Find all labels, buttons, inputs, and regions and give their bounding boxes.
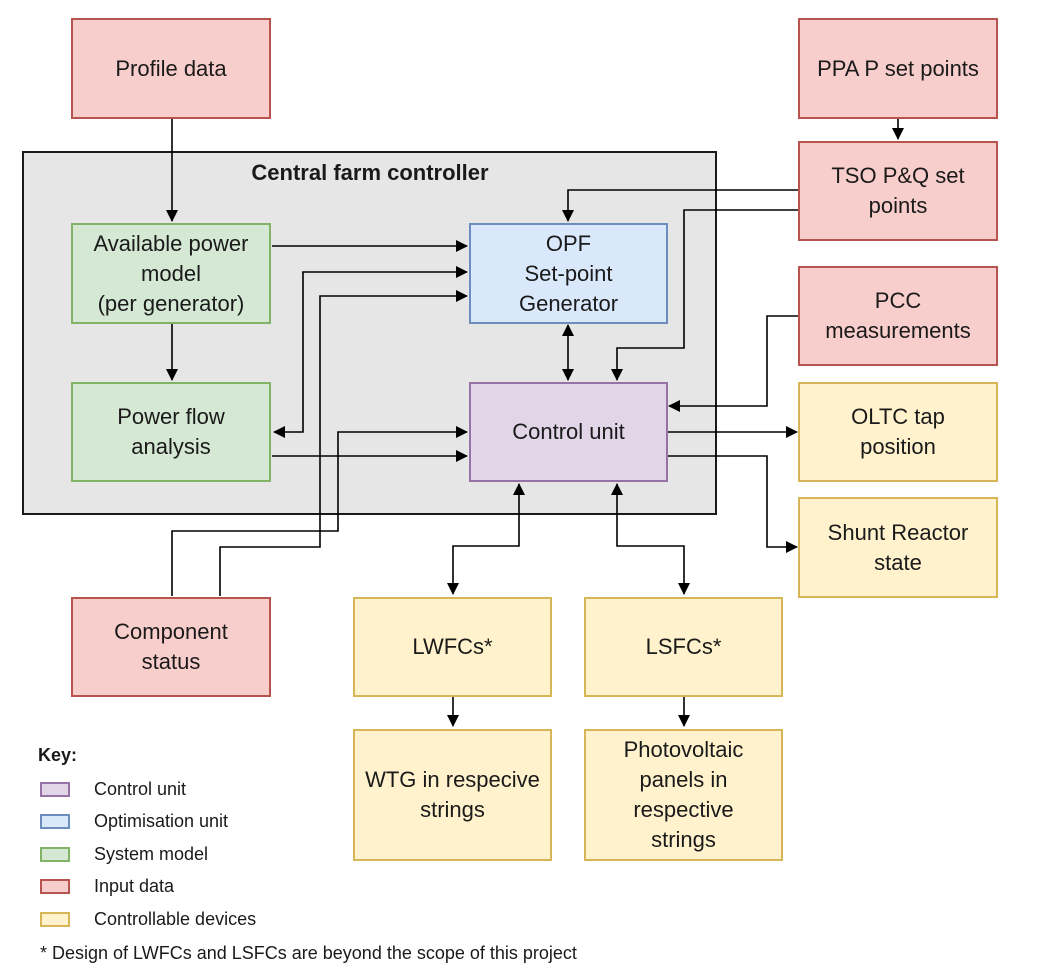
key-label: Input data — [94, 875, 175, 896]
edge-component-status-to-opf — [219, 290, 468, 596]
oltc-tap-position-block: OLTC tap position — [798, 382, 998, 482]
key-item-controllable-devices: Controllable devices — [40, 908, 256, 930]
key-label: Control unit — [94, 778, 187, 799]
edge-tso-to-opf — [562, 189, 799, 222]
key-swatch — [40, 846, 70, 862]
key-label: System model — [94, 843, 209, 864]
control-unit-block: Control unit — [469, 382, 668, 482]
edge-pcc-to-control-unit — [668, 315, 799, 412]
key-title: Key: — [38, 745, 78, 765]
pv-panels-block: Photovoltaic panels in respective string… — [584, 729, 783, 861]
key-label: Controllable devices — [94, 908, 257, 929]
pcc-measurements-block: PCC measurements — [798, 266, 998, 366]
available-power-model-block: Available power model (per generator) — [71, 223, 271, 324]
key-swatch — [40, 911, 70, 927]
edge-power-flow-opf-bidirectional — [273, 266, 468, 438]
edge-control-unit-lsfcs-bidirectional — [611, 483, 690, 595]
footnote: * Design of LWFCs and LSFCs are beyond t… — [40, 943, 577, 963]
central-farm-controller-title: Central farm controller — [251, 160, 489, 185]
opf-setpoint-generator-block: OPF Set-point Generator — [469, 223, 668, 324]
key-item-system-model: System model — [40, 843, 208, 865]
key-swatch — [40, 781, 70, 797]
ppa-setpoints-block: PPA P set points — [798, 18, 998, 119]
key-item-control-unit: Control unit — [40, 778, 186, 800]
lsfcs-block: LSFCs* — [584, 597, 783, 697]
power-flow-analysis-block: Power flow analysis — [71, 382, 271, 482]
edge-component-status-to-control-unit — [171, 426, 468, 596]
lwfcs-block: LWFCs* — [353, 597, 552, 697]
key-swatch — [40, 813, 70, 829]
key-item-input-data: Input data — [40, 875, 174, 897]
key-label: Optimisation unit — [94, 810, 229, 831]
key-item-optimisation-unit: Optimisation unit — [40, 810, 228, 832]
edge-control-unit-lwfcs-bidirectional — [447, 483, 525, 595]
edge-tso-to-control-unit — [611, 209, 799, 381]
shunt-reactor-state-block: Shunt Reactor state — [798, 497, 998, 598]
profile-data-block: Profile data — [71, 18, 271, 119]
component-status-block: Component status — [71, 597, 271, 697]
key-swatch — [40, 878, 70, 894]
tso-setpoints-block: TSO P&Q set points — [798, 141, 998, 241]
wtg-strings-block: WTG in respecive strings — [353, 729, 552, 861]
edge-control-unit-to-shunt-reactor — [667, 455, 798, 553]
